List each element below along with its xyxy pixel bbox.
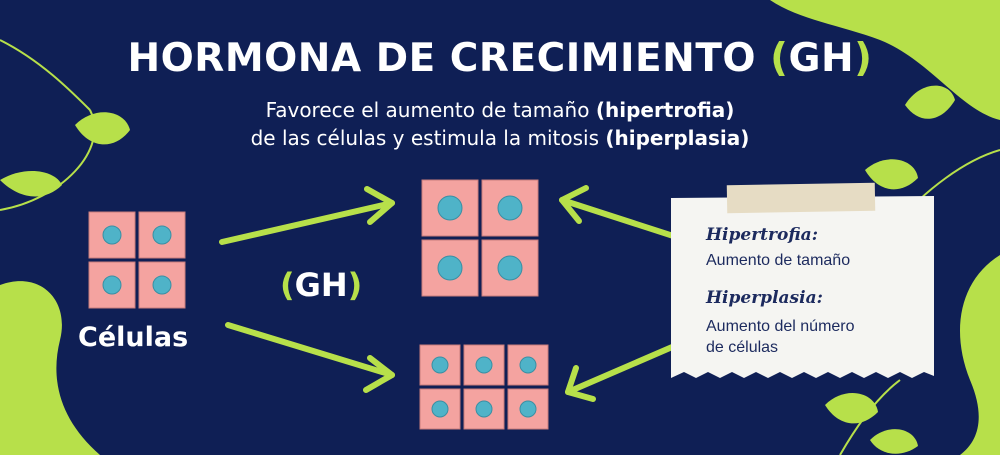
note-tape	[726, 182, 876, 214]
cell-nucleus	[437, 195, 463, 221]
cell-nucleus	[431, 400, 449, 418]
cell-group-hyperplasia	[419, 344, 549, 430]
cell	[507, 344, 549, 386]
leaf-icon	[825, 393, 878, 424]
note-paper	[671, 196, 934, 378]
cell-nucleus	[102, 275, 122, 295]
cell-nucleus	[475, 356, 493, 374]
cell-group-original	[88, 211, 186, 309]
hyperplasia-text-1: Aumento del número	[706, 318, 855, 335]
cell-group-hypertrophy	[421, 179, 539, 297]
blob-top-right	[770, 0, 1000, 120]
blob-left	[0, 281, 100, 455]
vine-top-left	[0, 39, 91, 111]
hyperplasia-text-2: de células	[706, 339, 779, 356]
cell-nucleus	[437, 255, 463, 281]
cell-nucleus	[152, 275, 172, 295]
leaf-icon	[870, 429, 918, 454]
arrow-icon	[219, 186, 395, 245]
arrow-icon	[225, 322, 395, 393]
leaf-icon	[75, 112, 130, 145]
cell-nucleus	[152, 225, 172, 245]
cell-nucleus	[497, 255, 523, 281]
leaf-icon	[905, 85, 955, 119]
blob-right	[960, 255, 1000, 455]
cells-label: Células	[78, 322, 189, 353]
cell-nucleus	[497, 195, 523, 221]
page-title: HORMONA DE CRECIMIENTO (GH)	[127, 36, 873, 81]
cell-nucleus	[102, 225, 122, 245]
leaf-icon	[865, 159, 918, 190]
cell	[138, 211, 186, 259]
hyperplasia-title: Hiperplasia:	[706, 288, 823, 308]
cell-nucleus	[519, 356, 537, 374]
cell-nucleus	[519, 400, 537, 418]
gh-label: (GH)	[280, 266, 363, 304]
cell-nucleus	[431, 356, 449, 374]
hypertrophy-text: Aumento de tamaño	[706, 252, 851, 269]
leaf-icon	[0, 170, 62, 197]
hypertrophy-title: Hipertrofia:	[706, 225, 818, 245]
cell-nucleus	[475, 400, 493, 418]
page-subtitle: Favorece el aumento de tamaño (hipertrof…	[250, 98, 750, 150]
